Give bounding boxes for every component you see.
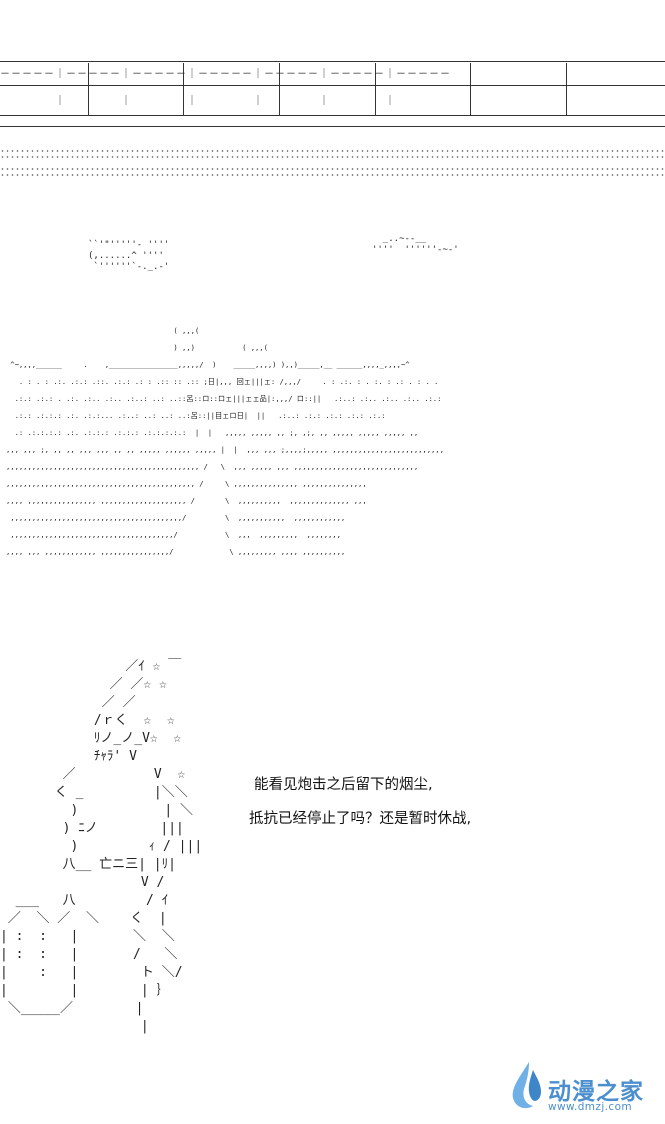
smoke-cloud-right: _..~--__ '''' ''''''-~-' — [372, 234, 459, 255]
column-divider — [375, 63, 376, 115]
dotted-row — [0, 168, 665, 170]
dialogue-line-1: 能看见炮击之后留下的烟尘, — [254, 777, 433, 793]
column-divider — [279, 63, 280, 115]
smoke-cloud-left: ``'"'''''- '''' (,......^ '''' `''''''`-… — [88, 240, 170, 272]
city-horizon-art: ( ,,,( ) ,,) ( ,,,( ^~,,,,______ . ,____… — [6, 326, 444, 556]
dotted-row — [0, 156, 665, 158]
column-divider — [566, 63, 567, 115]
top-rule-3 — [0, 115, 665, 116]
dash-row-1: －－－－－｜－－－－－｜－－－－－｜－－－－－｜－－－－－｜－－－－－｜－－－－… — [0, 69, 451, 80]
top-rule-2 — [0, 85, 665, 86]
column-divider — [88, 63, 89, 115]
top-rule-1 — [0, 61, 665, 62]
column-divider — [183, 63, 184, 115]
watermark-url: www.dmzj.com — [548, 1101, 633, 1113]
column-divider — [470, 63, 471, 115]
top-rule-4 — [0, 126, 665, 127]
character-art: ／ｲ ☆ ￣ ／ ／☆ ☆ ／ ／ /ｒく ☆ ☆ ﾘノ_ノ_V☆ ☆ ﾁｬﾗ'… — [0, 659, 203, 1034]
dotted-row — [0, 174, 665, 176]
dialogue-line-2: 抵抗已经停止了吗？还是暂时休战, — [249, 811, 472, 827]
watermark-brand: 动漫之家 — [548, 1079, 644, 1105]
dash-row-2: ｜ ｜ ｜ ｜ ｜ ｜ — [0, 96, 451, 107]
droplet-logo-icon — [512, 1062, 541, 1109]
dotted-row — [0, 150, 665, 152]
